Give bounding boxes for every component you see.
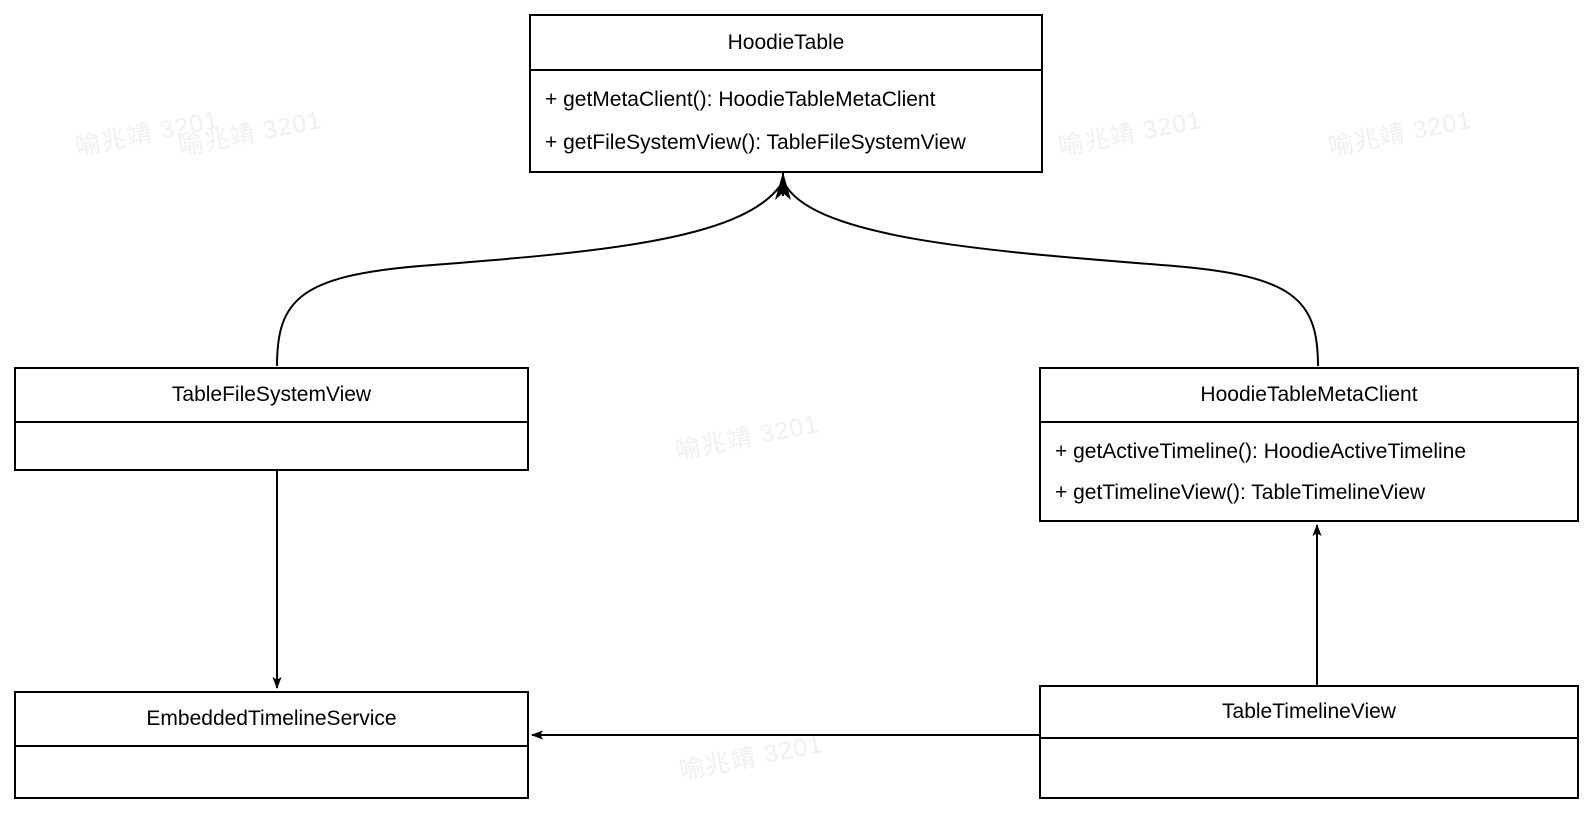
class-members-table-timeline-view (1041, 737, 1577, 797)
class-members-hoodie-table: + getMetaClient(): HoodieTableMetaClient… (531, 69, 1041, 171)
watermark-text: 喻兆靖 3201 (1056, 106, 1205, 162)
watermark-text: 喻兆靖 3201 (1326, 106, 1475, 162)
watermark-text: 喻兆靖 3201 (677, 730, 826, 786)
class-box-table-timeline-view[interactable]: TableTimelineView (1039, 685, 1579, 799)
class-box-hoodie-table-meta-client[interactable]: HoodieTableMetaClient + getActiveTimelin… (1039, 367, 1579, 522)
class-box-embedded-timeline-service[interactable]: EmbeddedTimelineService (14, 691, 529, 799)
class-name-hoodie-table: HoodieTable (727, 30, 845, 54)
class-box-table-file-system-view[interactable]: TableFileSystemView (14, 367, 529, 471)
class-members-embedded-timeline-service (16, 745, 527, 797)
edge-hoodietablemetaclient-to-hoodietable (785, 185, 1319, 367)
class-box-hoodie-table[interactable]: HoodieTable + getMetaClient(): HoodieTab… (529, 14, 1043, 173)
watermark-text: 喻兆靖 3201 (73, 106, 222, 162)
class-name-table-file-system-view: TableFileSystemView (171, 383, 372, 406)
class-name-embedded-timeline-service: EmbeddedTimelineService (146, 707, 397, 730)
class-member: + getFileSystemView(): TableFileSystemVi… (545, 131, 966, 154)
watermark-text: 喻兆靖 3201 (673, 410, 822, 466)
class-members-hoodie-table-meta-client: + getActiveTimeline(): HoodieActiveTimel… (1041, 421, 1577, 520)
class-member: + getTimelineView(): TableTimelineView (1055, 480, 1426, 504)
edge-tablefilesystemview-to-hoodietable (276, 185, 781, 367)
class-member: + getActiveTimeline(): HoodieActiveTimel… (1055, 439, 1467, 463)
watermark-text: 喻兆靖 3201 (176, 106, 325, 162)
class-members-table-file-system-view (16, 421, 527, 469)
class-member: + getMetaClient(): HoodieTableMetaClient (545, 88, 936, 111)
class-name-table-timeline-view: TableTimelineView (1222, 700, 1396, 723)
class-name-hoodie-table-meta-client: HoodieTableMetaClient (1200, 383, 1418, 406)
arrowhead-into-hoodie-table (775, 172, 791, 200)
